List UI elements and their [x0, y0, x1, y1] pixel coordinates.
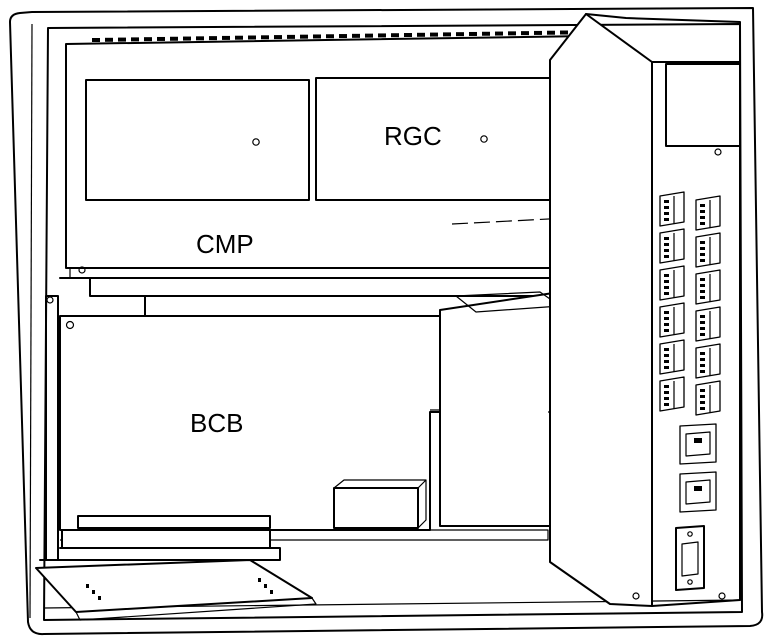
daughter-card-leg-left	[430, 409, 441, 526]
module-left	[85, 79, 310, 201]
daughter-card	[439, 291, 561, 527]
rail-screw-tray	[78, 266, 86, 274]
edge-connector-lower	[61, 529, 271, 549]
vent-slot	[560, 30, 568, 35]
vent-slot	[352, 33, 360, 38]
vent-slot	[482, 31, 490, 36]
vent-slot	[157, 36, 165, 41]
terminal-blocks	[659, 191, 721, 416]
vent-slot	[456, 32, 464, 37]
vent-slot	[300, 34, 308, 39]
terminal-block	[659, 191, 685, 227]
side-panel-display-slot	[665, 63, 741, 147]
terminal-block	[695, 269, 721, 305]
vent-slot	[261, 35, 269, 40]
rj-jack	[679, 423, 717, 465]
vent-slot	[235, 35, 243, 40]
bcb-board-top-rail	[59, 277, 561, 317]
card-pin	[98, 596, 101, 600]
module-left-screw	[252, 138, 260, 146]
side-panel-screw-bottom	[632, 592, 640, 600]
expansion-card-edge	[75, 597, 317, 621]
label-cmp: CMP	[196, 229, 254, 259]
card-pin	[264, 584, 267, 588]
vent-slot	[508, 31, 516, 36]
serial-port-screw-bottom	[687, 579, 693, 585]
vent-slot	[521, 31, 529, 36]
side-panel	[549, 13, 653, 607]
label-bcb: BCB	[190, 408, 243, 438]
expansion-card-pins	[86, 578, 273, 600]
vent-slot	[209, 36, 217, 41]
vent-slot	[144, 37, 152, 42]
rail-screw-top	[46, 296, 54, 304]
bcb-board-shadow	[60, 529, 549, 541]
top-vent-slots	[92, 30, 568, 42]
rj-jacks	[679, 423, 717, 513]
side-panel-bezel	[651, 61, 741, 607]
card-pin	[92, 590, 95, 594]
terminal-block	[659, 302, 685, 338]
vent-slot	[404, 33, 412, 38]
terminal-block	[659, 228, 685, 264]
vent-slot	[339, 34, 347, 39]
vent-slot	[547, 30, 555, 35]
terminal-block	[659, 376, 685, 412]
vent-slot	[183, 36, 191, 41]
enclosure-left-lip	[29, 23, 33, 619]
vent-slot	[287, 34, 295, 39]
vent-slot	[495, 31, 503, 36]
vent-slot	[118, 37, 126, 42]
side-panel-screw-top	[714, 148, 722, 156]
vent-slot	[196, 36, 204, 41]
terminal-block	[659, 265, 685, 301]
component-block	[333, 487, 419, 529]
module-rgc-screw	[480, 135, 488, 143]
vent-slot	[469, 31, 477, 36]
vent-slot	[170, 36, 178, 41]
vent-slot	[92, 38, 100, 42]
terminal-block	[695, 306, 721, 342]
vent-slot	[313, 34, 321, 39]
vent-slot	[534, 30, 542, 35]
component-block-top	[333, 479, 427, 529]
vent-slot	[391, 33, 399, 38]
terminal-block	[695, 380, 721, 416]
vent-slot	[417, 32, 425, 37]
serial-port-inner	[681, 541, 699, 577]
rj-jack	[679, 471, 717, 513]
side-panel-top-cap	[585, 13, 741, 63]
side-panel-screw-bottom-right	[718, 592, 726, 600]
vent-slot	[326, 34, 334, 39]
serial-port-housing	[675, 525, 705, 591]
vent-slot	[248, 35, 256, 40]
card-pin	[258, 578, 261, 582]
vent-slot	[222, 35, 230, 40]
edge-connector-upper	[77, 515, 271, 529]
vent-slot	[105, 37, 113, 42]
vent-slot	[274, 35, 282, 40]
card-pin	[86, 584, 89, 588]
label-rgc: RGC	[384, 121, 442, 151]
vent-slot	[131, 37, 139, 42]
module-rgc	[315, 77, 555, 201]
serial-port-screw-top	[687, 531, 693, 537]
terminal-block	[695, 195, 721, 231]
rail-screw-mid	[65, 320, 75, 330]
vent-slot	[443, 32, 451, 37]
terminal-block	[695, 232, 721, 268]
terminal-block	[695, 343, 721, 379]
vent-slot	[365, 33, 373, 38]
vent-slot	[430, 32, 438, 37]
terminal-block	[659, 339, 685, 375]
card-pin	[270, 590, 273, 594]
vent-slot	[378, 33, 386, 38]
edge-connector-base	[39, 547, 281, 561]
